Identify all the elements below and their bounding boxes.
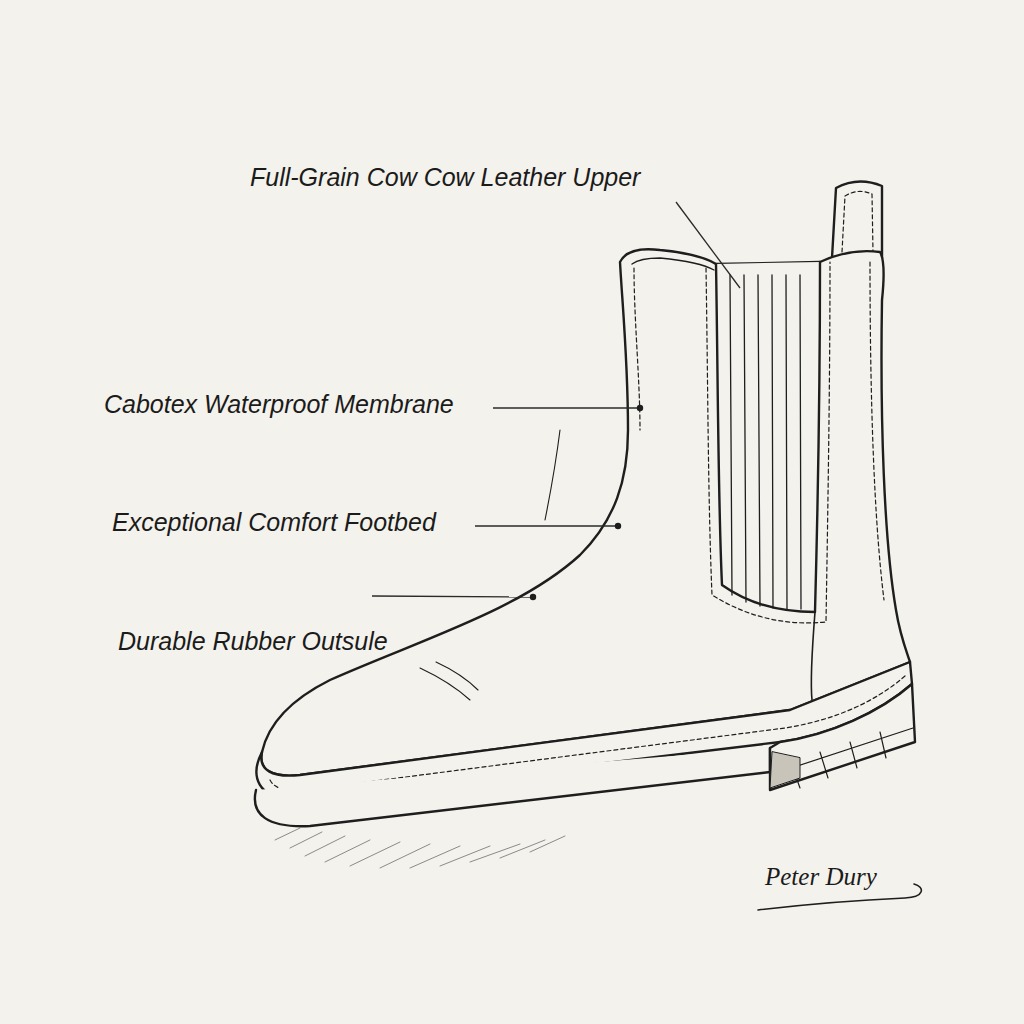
part-label: Full-Grain Cow Cow Leather Upper: [250, 162, 640, 192]
outsole: [255, 748, 770, 826]
label-anchor: Full-Grain Cow Cow Leather Upper: [250, 162, 640, 192]
leader-dot: [530, 594, 536, 600]
pull-tab: [832, 181, 882, 258]
shadow-hatch: [275, 828, 565, 868]
label-anchor: Durable Rubber Outsule: [118, 626, 388, 656]
label-anchor: Cabotex Waterproof Membrane: [104, 389, 454, 419]
leader-line: [475, 525, 618, 526]
gusset-ribs: [730, 275, 801, 609]
leader-dot: [637, 405, 643, 411]
back-stitch: [870, 262, 884, 600]
tab-stitch: [842, 191, 873, 252]
collar-edge: [632, 258, 714, 270]
part-label: Exceptional Comfort Footbed: [112, 507, 436, 537]
leader-dot: [615, 523, 621, 529]
heel-shade: [770, 752, 800, 788]
leader-line: [676, 202, 740, 288]
part-label: Cabotex Waterproof Membrane: [104, 389, 454, 419]
leader-line: [493, 407, 640, 408]
leader-line: [372, 596, 533, 597]
heel-seam: [811, 612, 815, 700]
signature: Peter Dury: [765, 862, 877, 892]
part-label: Durable Rubber Outsule: [118, 626, 388, 656]
gusset-stitch: [706, 262, 830, 623]
heel-block: [770, 684, 915, 790]
shadow-lines: [275, 828, 565, 868]
label-anchor: Peter Dury: [765, 862, 877, 892]
heel-lugs: [770, 728, 913, 788]
elastic-gusset: [716, 262, 820, 612]
creases: [420, 430, 560, 700]
label-anchor: Exceptional Comfort Footbed: [112, 507, 436, 537]
